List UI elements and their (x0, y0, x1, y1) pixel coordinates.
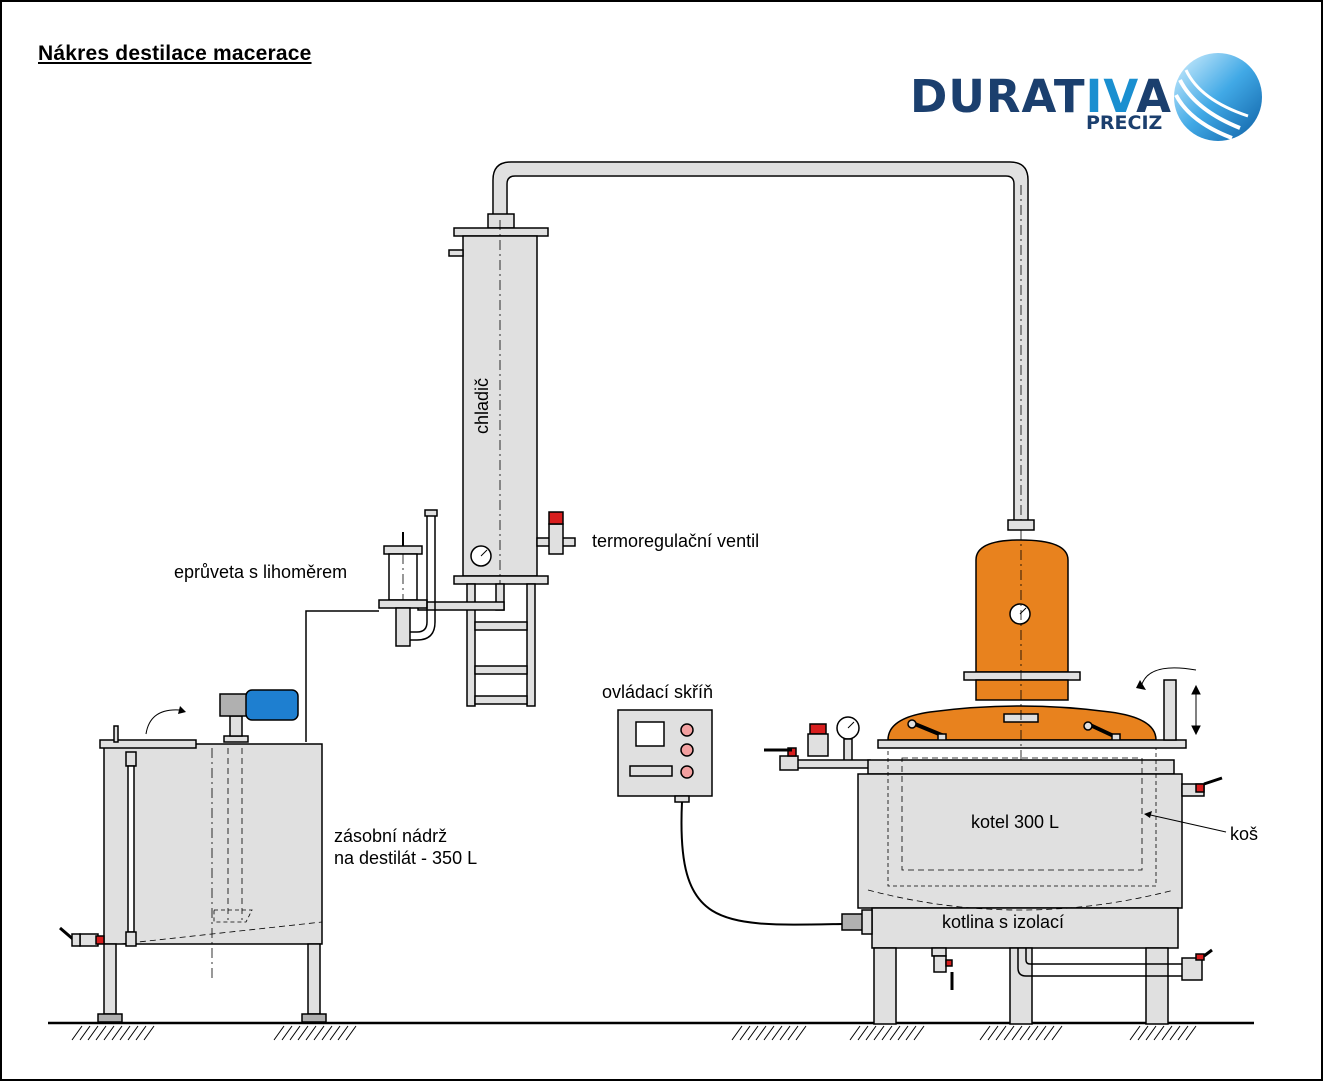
thermo-valve (536, 511, 576, 555)
safety-fittings (764, 716, 871, 771)
rotation-arrow-tank (145, 709, 181, 735)
durativa-logo-sphere (1174, 53, 1262, 141)
boiler-label: kotel 300 L (971, 812, 1059, 832)
basket-label: koš (1230, 824, 1259, 844)
durativa-logo-text: DURATIVA (910, 70, 1172, 123)
lift-arrow (1191, 684, 1201, 736)
durativa-logo-sub: PRECIZ (1086, 112, 1163, 134)
thermo-valve-label: termoregulační ventil (592, 531, 760, 551)
condenser-label: chladič (472, 378, 492, 434)
storage-tank-label-1: zásobní nádrž (334, 826, 448, 846)
control-cabinet (617, 709, 843, 926)
condenser (417, 213, 549, 707)
test-tube-label: eprůveta s lihoměrem (174, 562, 348, 582)
rotation-arrowhead-kettle (1136, 680, 1146, 690)
kettle (841, 679, 1223, 1025)
test-tube (305, 509, 438, 742)
jacket-label: kotlina s izolací (942, 912, 1064, 932)
storage-tank-label-2: na destilát - 350 L (334, 848, 478, 868)
control-cabinet-label: ovládací skříň (602, 682, 714, 702)
copper-column (877, 519, 1187, 1020)
page-title: Nákres destilace macerace (38, 42, 312, 65)
ground (48, 1021, 1254, 1041)
storage-tank (59, 689, 327, 1023)
vapor-pipe (492, 161, 1029, 520)
basket-pointer (1145, 813, 1227, 833)
logo-part-2: IV (1085, 70, 1137, 123)
rotation-arrowhead-tank (178, 706, 186, 714)
vapor-pipe-fill (494, 163, 1027, 520)
logo-part-1: DURAT (910, 70, 1086, 123)
basket-pointer-head (1144, 811, 1152, 818)
rotation-arrow-kettle (1141, 667, 1197, 685)
logo-part-3: A (1136, 70, 1172, 123)
